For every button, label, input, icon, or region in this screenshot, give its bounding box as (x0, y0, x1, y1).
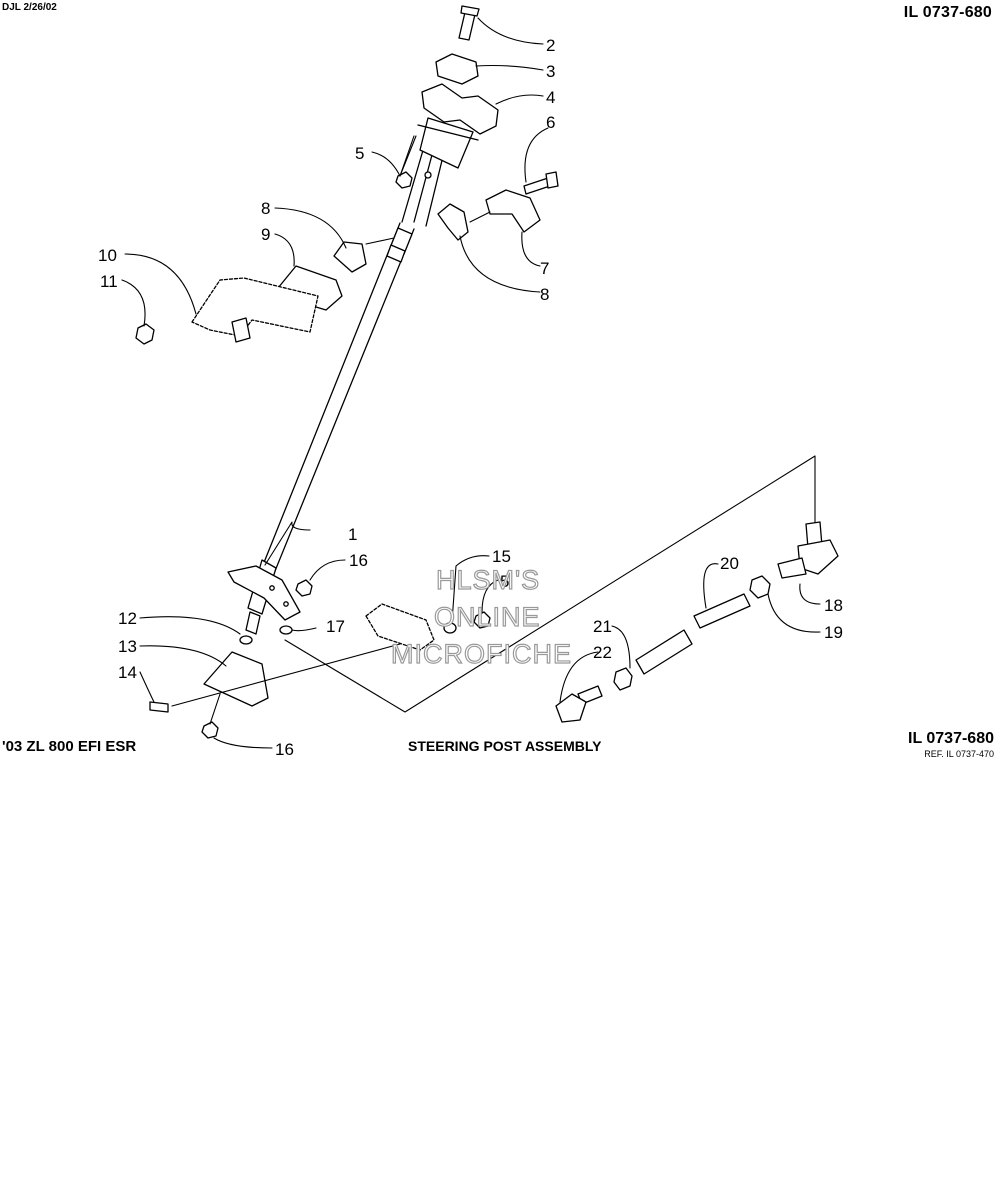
illustration-code-header: IL 0737-680 (903, 4, 992, 21)
callout-18: 18 (824, 596, 843, 615)
washer-part-17 (279, 625, 293, 635)
steering-arm-plate (365, 603, 435, 651)
callout-10: 10 (98, 246, 117, 265)
callout-5-upper: 5 (355, 144, 364, 163)
callout-8-left: 8 (261, 199, 270, 218)
assembly-leader-lines (171, 211, 816, 725)
callout-1: 1 (348, 525, 357, 544)
mount-bracket-tab (231, 317, 251, 343)
nut-part-16-upper (295, 579, 313, 597)
bushing-part-8-left (333, 241, 367, 273)
jam-nut-part-22 (613, 667, 633, 691)
washer-part-15 (443, 622, 457, 634)
bracket-part-13 (203, 651, 269, 707)
callout-9: 9 (261, 225, 270, 244)
tie-rod-end-part-18 (777, 521, 839, 579)
cap-part-3 (435, 53, 479, 85)
tie-rod-tube-part-20 (693, 593, 751, 629)
model-label: '03 ZL 800 EFI ESR (2, 738, 137, 755)
bolt-part-2 (458, 5, 480, 41)
tie-rod-end-lower (555, 685, 603, 723)
watermark-line-3: MICROFICHE (390, 638, 572, 669)
nut-part-5 (395, 171, 413, 189)
drawing-date-code: DJL 2/26/02 (2, 2, 57, 13)
callout-19: 19 (824, 623, 843, 642)
mount-plate-part-10 (191, 277, 319, 337)
callout-22: 22 (593, 643, 612, 662)
callout-20: 20 (720, 554, 739, 573)
callout-5-lower: 5 (500, 572, 509, 591)
nut-part-16-lower (201, 721, 219, 739)
nut-part-11 (135, 323, 155, 345)
bushing-part-8-right (437, 203, 469, 241)
callout-4: 4 (546, 88, 555, 107)
callout-16-upper: 16 (349, 551, 368, 570)
watermark-line-1: HLSM'S (435, 564, 541, 595)
nut-part-15 (473, 611, 491, 629)
callout-11: 11 (100, 272, 118, 291)
washer-part-12 (239, 635, 253, 645)
callout-17: 17 (326, 617, 345, 636)
callout-15: 15 (492, 547, 511, 566)
callout-8-right: 8 (540, 285, 549, 304)
callout-3: 3 (546, 62, 555, 81)
callout-6: 6 (546, 113, 555, 132)
bolt-part-6 (523, 171, 559, 195)
callout-7: 7 (540, 259, 549, 278)
bolt-part-14 (149, 701, 169, 713)
callout-leaders (121, 17, 821, 749)
callout-14: 14 (118, 663, 137, 682)
callout-12: 12 (118, 609, 137, 628)
callout-13: 13 (118, 637, 137, 656)
watermark-line-2: ONLINE (433, 601, 541, 632)
jam-nut-part-19 (749, 575, 771, 599)
callout-16-lower: 16 (275, 740, 294, 759)
clamp-part-7 (485, 189, 541, 233)
callout-2: 2 (546, 36, 555, 55)
illustration-code-footer: IL 0737-680 (908, 730, 994, 747)
callout-21: 21 (593, 617, 612, 636)
reference-code: REF. IL 0737-470 (924, 749, 994, 759)
clamp-part-4 (421, 83, 499, 135)
rod-part-21 (635, 629, 693, 675)
steering-post (227, 117, 479, 635)
diagram-title: STEERING POST ASSEMBLY (408, 738, 602, 754)
